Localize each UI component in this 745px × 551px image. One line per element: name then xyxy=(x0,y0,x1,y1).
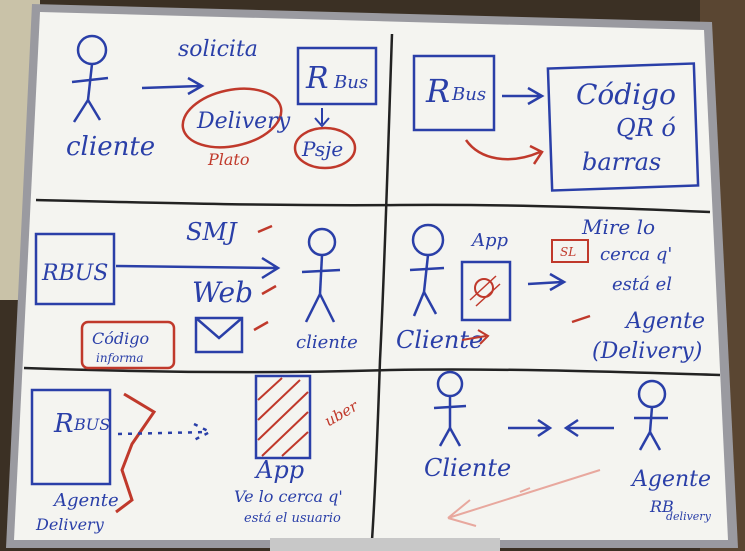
panel-6: Cliente Agente RB delivery xyxy=(424,370,712,527)
stick-figure-client-6 xyxy=(433,370,467,447)
red-zigzag-5 xyxy=(115,392,157,514)
label-plato: Plato xyxy=(207,150,249,169)
arrow-rbus-to-client-3 xyxy=(115,256,281,280)
label-smj: SMJ xyxy=(186,218,238,246)
red-double-arrow-6 xyxy=(447,469,601,527)
rbus-box-5 xyxy=(30,388,112,486)
divider-horizontal-top xyxy=(35,198,711,214)
stick-figure-client-4 xyxy=(409,223,445,317)
panel-4: Cliente App SL Mire lo cerca q' está el … xyxy=(396,215,705,364)
red-dash-4 xyxy=(571,314,591,324)
stick-figure-client-3 xyxy=(301,227,341,323)
arrow-left-6 xyxy=(563,418,614,438)
panel-5: R BUS Agente Delivery App Ve lo cerca q'… xyxy=(30,374,362,534)
label-agente-6: Agente xyxy=(630,467,711,492)
label-mire-2: cerca q' xyxy=(600,244,672,265)
codigo-badge xyxy=(80,320,176,370)
label-codigo-3: Código xyxy=(92,329,149,348)
label-barras: barras xyxy=(582,148,661,176)
label-ve-1: Ve lo cerca q' xyxy=(234,487,343,506)
arrow-client-to-delivery xyxy=(141,76,205,96)
phone-app-5 xyxy=(254,374,312,460)
rbus2-word-bus: Bus xyxy=(451,84,486,105)
label-cliente-4: Cliente xyxy=(396,326,483,354)
stick-figure-client xyxy=(71,34,109,123)
arrow-right-6 xyxy=(508,418,553,438)
panel-1: cliente solicita Delivery Plato R Bus Ps… xyxy=(66,34,378,170)
rbus-box-2 xyxy=(412,54,496,132)
delivery-oval xyxy=(181,87,283,149)
label-rb-6: RB xyxy=(649,497,674,516)
label-cliente-6: Cliente xyxy=(424,454,511,482)
label-delivery-6: delivery xyxy=(666,510,712,523)
arrow-rbus-down xyxy=(314,108,330,128)
label-app-5: App xyxy=(254,456,304,484)
label-qr: QR ó xyxy=(616,114,676,142)
red-dash-envelope xyxy=(253,320,269,332)
divider-horizontal-bottom xyxy=(23,366,721,377)
label-delivery-5: Delivery xyxy=(35,515,105,534)
rbus-word-bus: Bus xyxy=(333,72,368,93)
envelope-icon xyxy=(194,316,244,354)
phone-map-pin xyxy=(474,278,494,298)
rbus2-letter-r: R xyxy=(425,72,450,110)
code-box xyxy=(546,62,700,192)
label-cliente: cliente xyxy=(66,132,155,162)
rbus-box-3 xyxy=(34,232,116,306)
red-arrow-4 xyxy=(461,329,490,345)
label-mire-4: Agente xyxy=(624,309,705,334)
red-curve-arrow-2 xyxy=(464,139,544,165)
label-delivery: Delivery xyxy=(196,109,291,134)
sl-badge xyxy=(551,239,589,263)
arrow-app-to-message xyxy=(527,272,567,292)
label-mire-1: Mire lo xyxy=(581,215,655,239)
phone-map-scribble xyxy=(469,275,501,307)
label-rbus-3: RBUS xyxy=(41,261,108,286)
phone-hatching-5 xyxy=(257,377,309,457)
arrow-rbus-to-code xyxy=(502,86,545,106)
panel-2: R Bus Código QR ó barras xyxy=(412,54,700,192)
label-mire-3: está el xyxy=(612,274,672,295)
rbus-letter-r: R xyxy=(305,61,329,96)
label-sl: SL xyxy=(560,245,576,259)
label-codigo: Código xyxy=(576,78,676,111)
divider-vertical xyxy=(370,33,394,541)
label-web: Web xyxy=(192,276,253,309)
red-dash-smj xyxy=(257,224,273,234)
stick-figure-agent-6 xyxy=(634,379,668,451)
label-app-4: App xyxy=(470,230,509,251)
label-mire-5: (Delivery) xyxy=(592,339,702,364)
pasaje-oval xyxy=(293,126,357,170)
label-informa: informa xyxy=(96,351,144,365)
phone-app-4 xyxy=(460,260,512,322)
label-ve-2: está el usuario xyxy=(244,511,341,526)
rbus5-word-bus: BUS xyxy=(73,415,110,434)
label-psje: Psje xyxy=(301,137,343,161)
red-dash-web xyxy=(261,284,277,296)
label-cliente-3: cliente xyxy=(296,332,358,353)
rbus-box xyxy=(296,46,378,106)
panel-3: RBUS SMJ Web cliente Código informa xyxy=(34,218,358,370)
rbus5-letter-r: R xyxy=(53,409,74,439)
marker-tray xyxy=(270,538,500,551)
label-agente-5: Agente xyxy=(52,490,119,511)
label-solicita: solicita xyxy=(178,37,258,62)
